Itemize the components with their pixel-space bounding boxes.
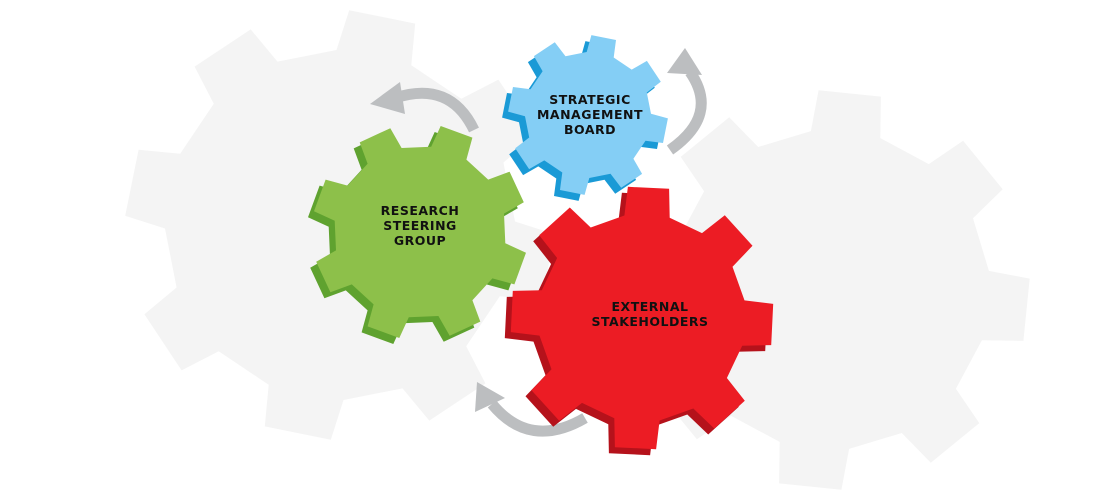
label-line: GROUP (393, 233, 447, 248)
label-line: EXTERNAL (611, 299, 689, 314)
arrow-curved-up-icon (666, 48, 707, 155)
label-line: STRATEGIC (549, 92, 631, 107)
research-gear-icon (314, 126, 526, 338)
label-line: BOARD (564, 122, 616, 137)
label-line: MANAGEMENT (536, 107, 643, 122)
arrow-curved-back-icon (475, 382, 588, 437)
external-gear-icon (510, 186, 774, 450)
arrow-curved-left-icon (370, 82, 479, 133)
label-line: STEERING (383, 218, 457, 233)
strategic-gear-icon (508, 35, 668, 195)
label-line: RESEARCH (380, 203, 460, 218)
strategic-management-board-label: STRATEGIC MANAGEMENT BOARD (515, 92, 665, 137)
label-line: STAKEHOLDERS (591, 314, 709, 329)
research-steering-group-label: RESEARCH STEERING GROUP (345, 203, 495, 248)
external-stakeholders-label: EXTERNAL STAKEHOLDERS (565, 299, 735, 329)
